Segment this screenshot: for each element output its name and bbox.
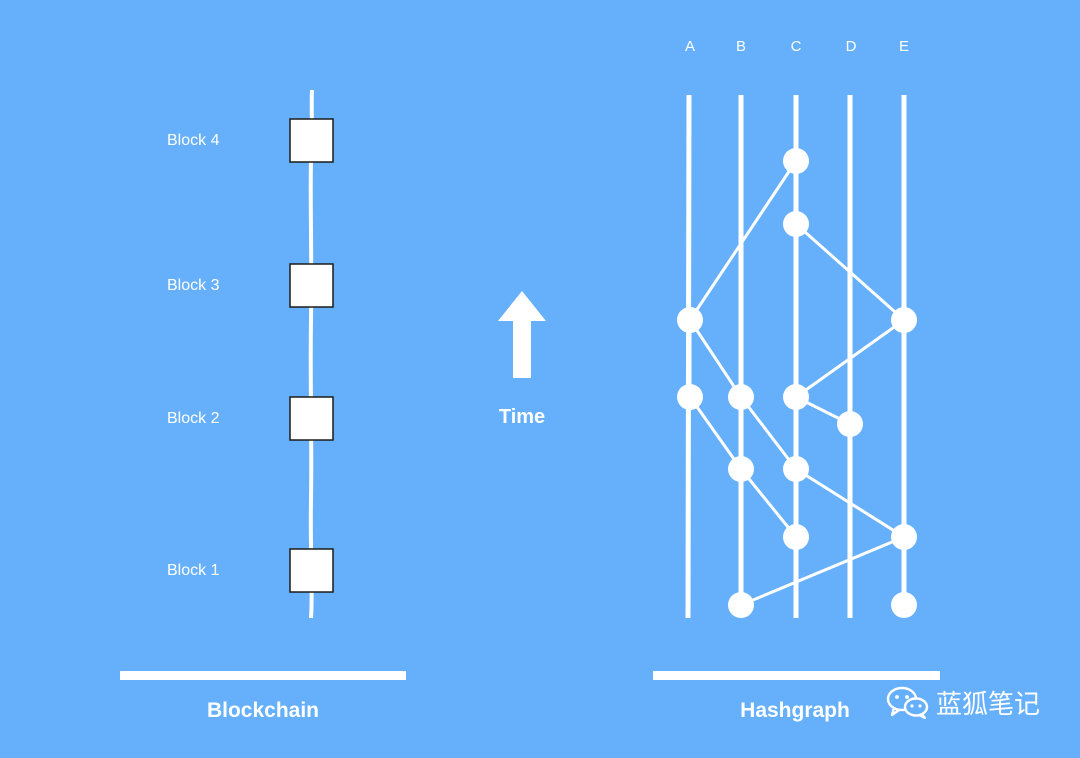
- lane-label-b: B: [735, 38, 747, 55]
- time-label: Time: [498, 406, 546, 428]
- hashgraph-caption: Hashgraph: [740, 699, 850, 722]
- blockchain-chain-line: [308, 89, 314, 619]
- event-node: [677, 307, 703, 333]
- event-node: [728, 384, 754, 410]
- gossip-link: [739, 468, 798, 538]
- wechat-icon: [886, 686, 929, 719]
- block-label: Block 3: [167, 277, 220, 294]
- event-node: [728, 456, 754, 482]
- gossip-link: [795, 222, 905, 322]
- watermark: 蓝狐笔记: [886, 682, 1040, 722]
- lane-label-c: C: [790, 38, 802, 55]
- lane-label-e: E: [898, 38, 910, 55]
- event-node: [783, 524, 809, 550]
- event-node: [783, 148, 809, 174]
- gossip-link: [795, 318, 905, 399]
- block-square: [289, 548, 334, 593]
- gossip-link: [688, 319, 743, 398]
- event-node: [891, 592, 917, 618]
- block-label: Block 4: [167, 132, 220, 149]
- hashgraph-baseline: [653, 671, 940, 680]
- block-label: Block 1: [167, 562, 220, 579]
- event-node: [783, 456, 809, 482]
- event-node: [891, 524, 917, 550]
- gossip-link: [795, 467, 905, 539]
- lane-label-d: D: [845, 38, 857, 55]
- event-node: [837, 411, 863, 437]
- event-node: [783, 211, 809, 237]
- watermark-text: 蓝狐笔记: [936, 689, 1041, 720]
- block-label: Block 2: [167, 410, 220, 427]
- lane-label-a: A: [684, 38, 696, 55]
- blockchain-baseline: [120, 671, 406, 680]
- block-square: [289, 118, 334, 163]
- gossip-link: [739, 396, 798, 470]
- block-square: [289, 396, 334, 441]
- gossip-link: [688, 160, 798, 321]
- up-arrow-icon: [498, 291, 546, 378]
- event-node: [728, 592, 754, 618]
- blockchain-caption: Blockchain: [206, 699, 320, 722]
- event-node: [677, 384, 703, 410]
- event-node: [783, 384, 809, 410]
- block-square: [289, 263, 334, 308]
- gossip-link: [688, 396, 743, 470]
- gossip-link: [740, 535, 905, 607]
- event-node: [891, 307, 917, 333]
